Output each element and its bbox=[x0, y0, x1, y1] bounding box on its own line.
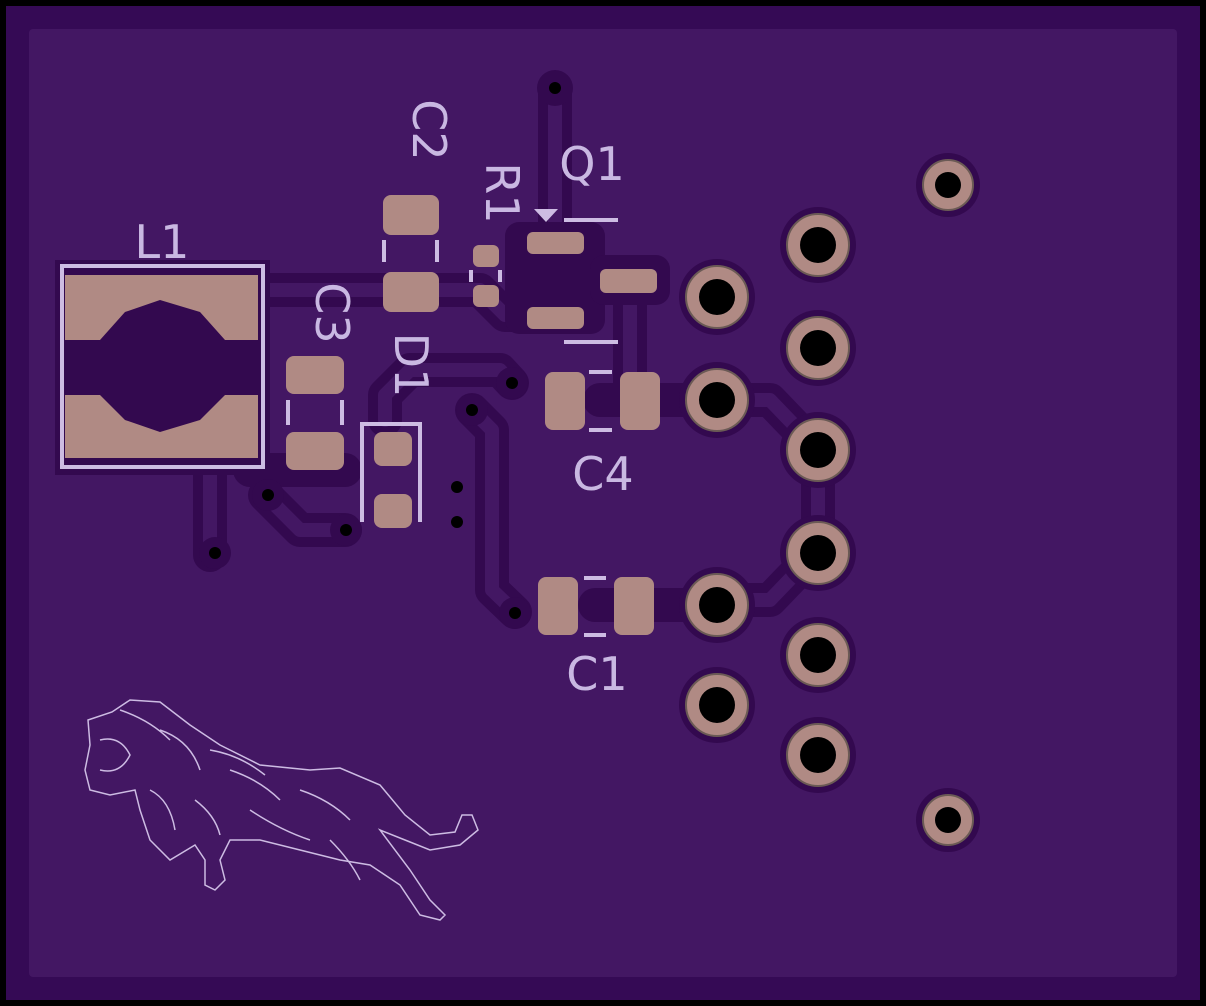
r1-pad bbox=[473, 285, 499, 307]
l1-pad-bottom bbox=[65, 395, 258, 458]
inductor-l1: L1 bbox=[55, 215, 270, 475]
q1-pad bbox=[527, 232, 584, 254]
c3-pad bbox=[286, 432, 344, 470]
q1-pad bbox=[527, 307, 584, 329]
c2-pad bbox=[383, 272, 439, 312]
connector-pads bbox=[679, 153, 980, 852]
cheetah-logo bbox=[84, 699, 479, 921]
l1-pad-top bbox=[65, 275, 258, 340]
label-q1: Q1 bbox=[559, 137, 624, 191]
c2-pad bbox=[383, 195, 439, 235]
label-c4: C4 bbox=[572, 447, 633, 501]
c1-pad bbox=[614, 577, 654, 635]
label-l1: L1 bbox=[135, 215, 190, 269]
c3-pad bbox=[286, 356, 344, 394]
q1-pin1-marker bbox=[534, 209, 558, 222]
c4-pad bbox=[545, 372, 585, 430]
r1-pad bbox=[473, 245, 499, 267]
c4-pad bbox=[620, 372, 660, 430]
label-c3: C3 bbox=[305, 282, 359, 343]
c1-pad bbox=[538, 577, 578, 635]
d1-pad bbox=[374, 432, 412, 466]
q1-pad bbox=[600, 269, 657, 293]
label-c2: C2 bbox=[402, 99, 456, 160]
silkscreen-outlines bbox=[286, 218, 618, 637]
d1-pad bbox=[374, 494, 412, 528]
copper-pour bbox=[29, 29, 1177, 977]
label-d1: D1 bbox=[384, 333, 438, 398]
vias bbox=[199, 70, 573, 629]
label-r1: R1 bbox=[475, 162, 529, 223]
label-c1: C1 bbox=[566, 647, 627, 701]
smd-pads bbox=[286, 195, 660, 635]
l1-silkscreen bbox=[60, 264, 265, 469]
